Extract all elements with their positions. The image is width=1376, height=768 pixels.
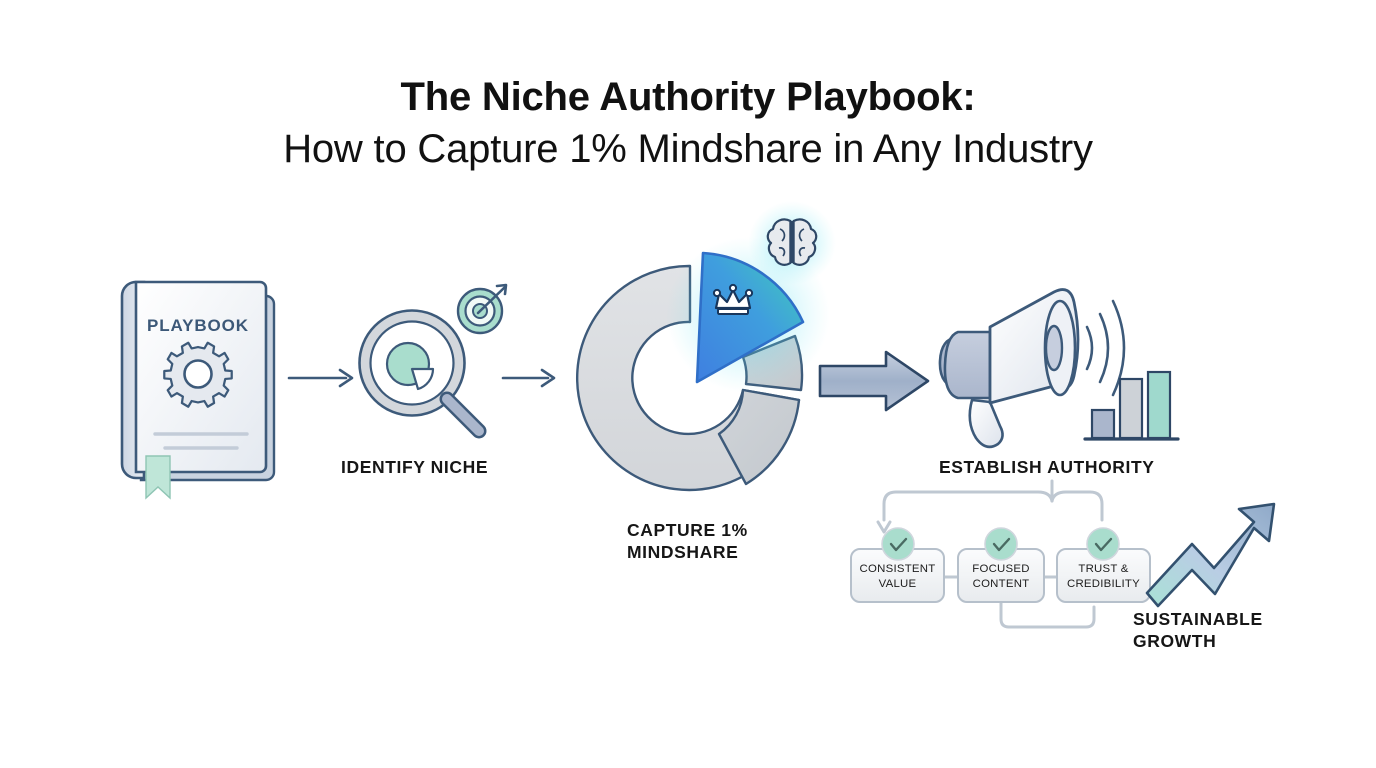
step-label-establish-authority: ESTABLISH AUTHORITY [939, 457, 1155, 477]
pillar-connectors [876, 479, 1104, 629]
title-line-1: The Niche Authority Playbook: [400, 75, 976, 119]
sound-wave-3 [1111, 299, 1126, 397]
crown-icon [712, 283, 754, 315]
pillar-trust-credibility[interactable]: TRUST & CREDIBILITY [1056, 527, 1151, 603]
check-icon-3 [1086, 527, 1120, 561]
page-title: The Niche Authority Playbook: How to Cap… [0, 74, 1376, 173]
step-label-identify-niche: IDENTIFY NICHE [341, 457, 489, 477]
pillar-3-line-1: TRUST & [1078, 563, 1128, 575]
bar-2 [1118, 377, 1144, 440]
book-cover-title: PLAYBOOK [147, 316, 249, 335]
flow-arrow-1 [287, 368, 354, 388]
growth-arrow-icon [1145, 502, 1276, 608]
flow-arrow-3 [818, 350, 930, 412]
brain-icon [748, 201, 836, 285]
pillar-2-line-2: CONTENT [973, 578, 1030, 590]
pillar-2-line-1: FOCUSED [972, 563, 1029, 575]
check-icon-1 [881, 527, 915, 561]
sound-wave-1 [1085, 325, 1094, 371]
bookmark-ribbon [145, 455, 171, 500]
pillar-focused-content[interactable]: FOCUSED CONTENT [957, 527, 1045, 603]
bar-chart-icon [1083, 370, 1180, 441]
donut-chart-icon [576, 237, 830, 492]
step-label-capture-mindshare: CAPTURE 1% MINDSHARE [627, 520, 748, 563]
title-line-2: How to Capture 1% Mindshare in Any Indus… [283, 127, 1093, 172]
donut-segment-competitor-b [717, 388, 801, 486]
step-label-sustainable-growth: SUSTAINABLE GROWTH [1133, 609, 1263, 652]
magnifier-icon [358, 309, 487, 439]
book-icon: PLAYBOOK [120, 280, 276, 500]
target-dart-icon [456, 283, 508, 335]
check-icon-2 [984, 527, 1018, 561]
gear-icon [163, 341, 233, 408]
pillar-3-line-2: CREDIBILITY [1067, 578, 1140, 590]
bar-3 [1146, 370, 1172, 440]
pillar-1-line-2: VALUE [879, 578, 917, 590]
pie-slice-icon [385, 341, 435, 391]
pillar-1-line-1: CONSISTENT [860, 563, 936, 575]
sound-wave-2 [1098, 312, 1110, 384]
megaphone-icon [938, 288, 1126, 449]
bar-1 [1090, 408, 1116, 440]
pillar-consistent-value[interactable]: CONSISTENT VALUE [850, 527, 945, 603]
flow-arrow-2 [501, 368, 556, 388]
